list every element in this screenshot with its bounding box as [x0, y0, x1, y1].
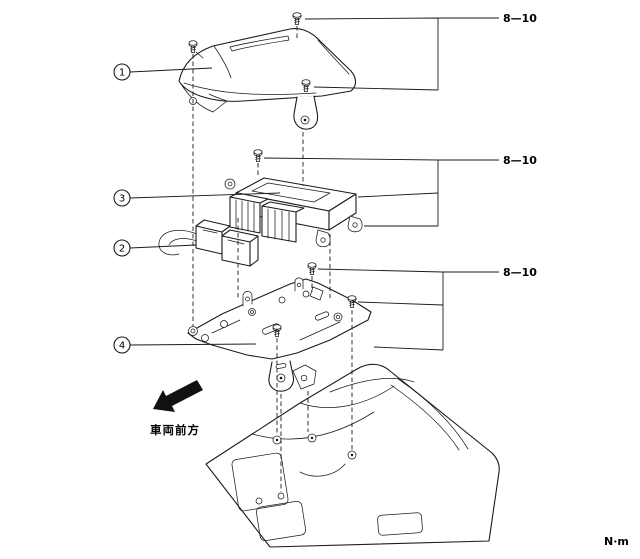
part-1-cover [178, 28, 357, 130]
part-3-control-module [224, 177, 363, 248]
assembly-lines [192, 26, 353, 492]
callout-3-leader [129, 192, 281, 199]
part-4-lower-tab [268, 360, 317, 392]
part-4-bracket [187, 277, 372, 360]
bracket-slot-2 [314, 311, 330, 321]
callout-4: 4 [113, 336, 257, 354]
module-connector-1 [229, 192, 269, 234]
callout-2: 2 [113, 239, 197, 257]
module-mount-ears [224, 178, 363, 248]
callout-4-leader [129, 343, 257, 346]
bracket-holes [188, 290, 343, 342]
module-connector-2 [261, 201, 305, 243]
direction-indicator: 車両前方 [150, 380, 203, 437]
cover-outline [178, 28, 357, 102]
part-2-connector [158, 219, 259, 267]
svg-text:1: 1 [119, 68, 125, 79]
torque-leader-middle: 8—10 [263, 154, 537, 227]
floor-recess-right [377, 512, 423, 536]
direction-label: 車両前方 [150, 423, 200, 437]
bolt-icon [253, 149, 263, 162]
floor-recess-lower [255, 500, 307, 542]
connector-box-b [221, 229, 259, 267]
connector-harness [158, 230, 198, 256]
bolt-icon [188, 40, 198, 53]
floor-mount-holes [255, 433, 357, 505]
callout-3: 3 [113, 189, 281, 207]
callout-1: 1 [113, 63, 213, 81]
module-right-face [328, 193, 357, 231]
callout-2-leader [129, 244, 197, 249]
svg-text:4: 4 [119, 341, 125, 352]
bracket-tab [242, 277, 324, 307]
bolt-icon [292, 12, 302, 25]
callout-1-leader [129, 67, 213, 73]
torque-leader-top: 8—10 [304, 12, 537, 91]
wheel-arch-line [390, 378, 469, 451]
module-connector-2-ribs [267, 208, 290, 242]
svg-text:2: 2 [119, 244, 125, 255]
torque-leader-bottom: 8—10 [317, 266, 537, 351]
front-direction-arrow-icon [153, 380, 203, 412]
torque-label-top: 8—10 [503, 12, 537, 25]
cover-crease [183, 39, 350, 95]
svg-text:3: 3 [119, 194, 125, 205]
cover-vent-slot [229, 35, 290, 52]
floor-contour [299, 463, 346, 477]
cover-left-flap [180, 83, 228, 113]
torque-label-bottom: 8—10 [503, 266, 537, 279]
bracket-outline [187, 278, 372, 360]
module-connector-1-ribs [235, 199, 255, 233]
floor-recess-left [231, 452, 289, 512]
module-top-inset [251, 182, 331, 203]
cover-lower-tab [293, 95, 319, 130]
torque-label-middle: 8—10 [503, 154, 537, 167]
bolt-icon [307, 262, 317, 275]
connector-clip [202, 229, 245, 245]
torque-unit-label: N·m [604, 535, 629, 548]
floor-pan [205, 363, 500, 548]
